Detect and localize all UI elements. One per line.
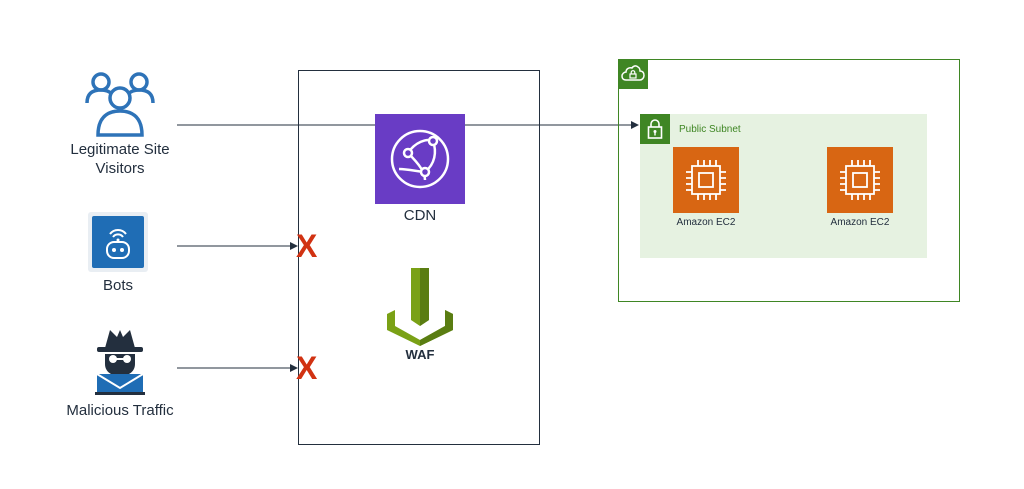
waf-node: WAF (385, 268, 455, 362)
bots-blocked-marker: X (296, 228, 318, 264)
ec2-instance-1: Amazon EC2 (668, 147, 744, 228)
hacker-icon (95, 330, 145, 395)
waf-icon (387, 268, 453, 346)
ec2-instance-2: Amazon EC2 (822, 147, 898, 228)
users-icon (85, 72, 155, 137)
ec2-label-1: Amazon EC2 (676, 217, 736, 228)
ec2-label-2: Amazon EC2 (830, 217, 890, 228)
cdn-node: CDN (375, 114, 465, 225)
malicious-blocked-marker: X (296, 350, 318, 386)
edge-container (298, 70, 540, 445)
cdn-label: CDN (403, 207, 437, 224)
malicious-node: Malicious Traffic (55, 326, 185, 420)
ec2-chip-icon (827, 147, 893, 213)
bots-node: Bots (88, 212, 148, 295)
cloudfront-icon (375, 114, 465, 204)
bots-label: Bots (102, 277, 133, 294)
legit-visitors-label: Legitimate Site Visitors (70, 141, 170, 177)
legit-visitors-node: Legitimate Site Visitors (60, 65, 180, 178)
ec2-chip-icon (673, 147, 739, 213)
vpc-cloud-lock-icon (618, 59, 648, 89)
vpc-group (618, 59, 960, 302)
subnet-label: Public Subnet (679, 124, 741, 135)
subnet-lock-icon (640, 114, 670, 144)
bot-icon (88, 212, 148, 272)
waf-label: WAF (405, 347, 435, 362)
malicious-label: Malicious Traffic (66, 402, 174, 419)
